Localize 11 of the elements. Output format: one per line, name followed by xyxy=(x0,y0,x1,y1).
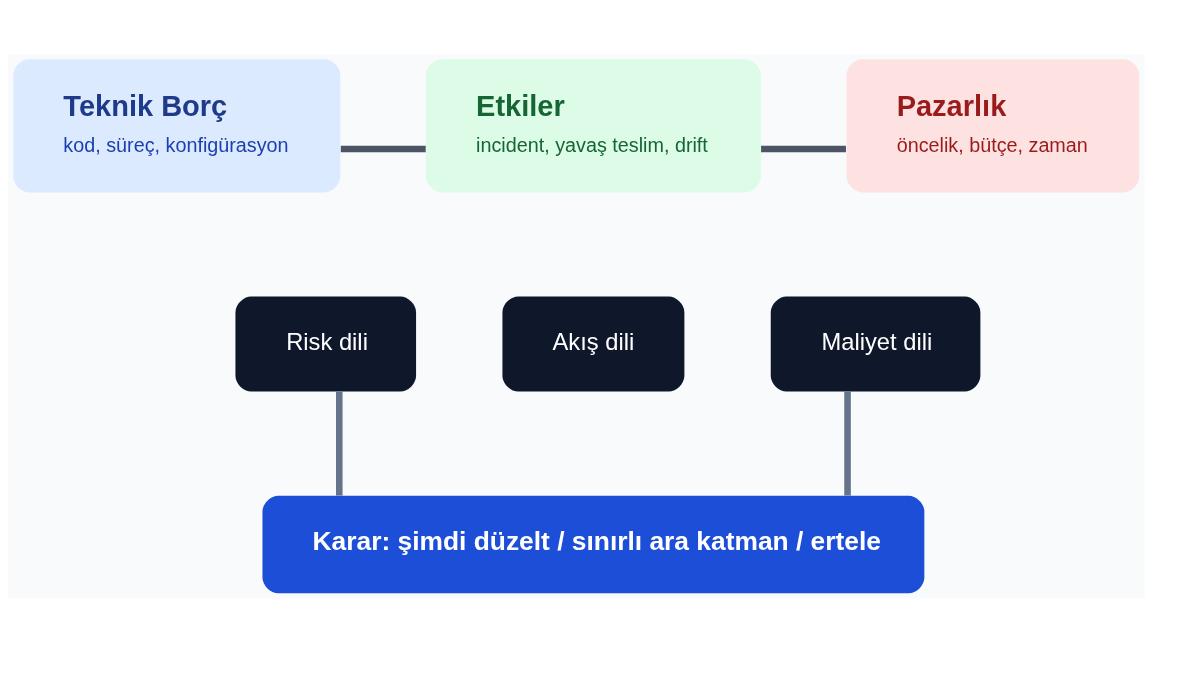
connector xyxy=(335,391,343,496)
node-box: Teknik Borç kod, süreç, konfigürasyon xyxy=(13,59,341,193)
node-box: Maliyet dili xyxy=(770,296,981,392)
node-box: Risk dili xyxy=(235,296,417,392)
node-box: Etkiler incident, yavaş teslim, drift xyxy=(425,59,761,193)
node-box: Pazarlık öncelik, bütçe, zaman xyxy=(846,59,1140,193)
node-box: Karar: şimdi düzelt / sınırlı ara katman / ertele xyxy=(262,495,925,594)
connector xyxy=(340,145,426,153)
connector xyxy=(761,145,846,153)
node-box: Akış dili xyxy=(502,296,685,392)
connector xyxy=(844,391,851,496)
